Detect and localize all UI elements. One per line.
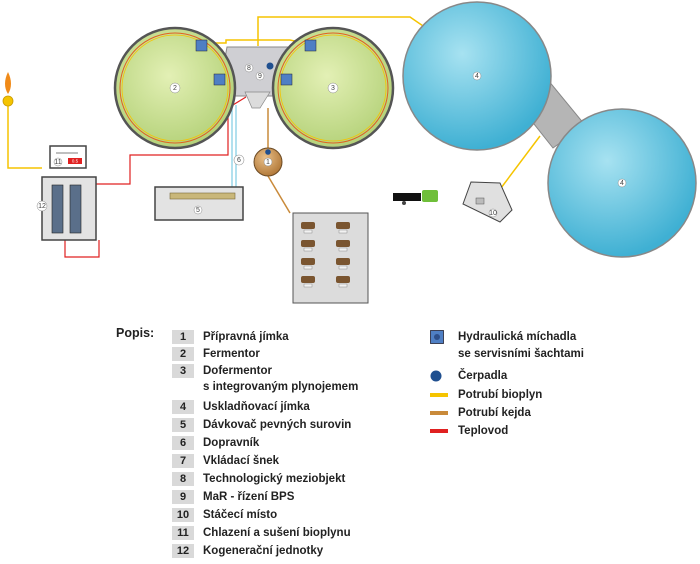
legend-number: 12	[172, 544, 194, 558]
tractor-icon	[393, 190, 438, 205]
fermentor: 2	[113, 26, 237, 150]
legend-mixer-text: Hydraulická míchadla	[458, 331, 577, 343]
legend-number: 3	[172, 364, 194, 378]
legend-text: MaR - řízení BPS	[203, 491, 295, 503]
legend-pump-text: Čerpadla	[458, 370, 508, 382]
post-fermentor: 3	[271, 26, 395, 150]
legend-heat-text: Teplovod	[458, 425, 509, 437]
legend-title: Popis:	[116, 326, 155, 340]
legend-item: 12 Kogenerační jednotky	[172, 544, 323, 562]
label-tech-building: 8	[247, 65, 251, 72]
mixer-icon	[213, 73, 226, 86]
conveyor: 6	[231, 105, 245, 190]
cow-icons	[301, 222, 350, 283]
legend-number: 10	[172, 508, 194, 522]
label-control-unit: 9	[258, 73, 262, 80]
storage-tank-2: 4	[547, 108, 697, 258]
pump-icon	[266, 62, 274, 70]
label-solids-feeder: 5	[196, 207, 200, 214]
legend-number: 6	[172, 436, 194, 450]
legend-item: 4 Uskladňovací jímka	[172, 400, 310, 418]
biogas-plant-diagram: 6 8 9 2 3 4 4	[2, 1, 697, 304]
legend-number: 2	[172, 347, 194, 361]
flare-icon	[2, 72, 14, 107]
legend-item: 7 Vkládací šnek	[172, 454, 279, 472]
legend-number: 11	[172, 526, 194, 540]
legend-number: 8	[172, 472, 194, 486]
legend-pipe-heat: Teplovod	[430, 424, 508, 438]
mixer-icon	[430, 330, 444, 344]
legend-text: Dofermentor	[203, 365, 273, 377]
label-storage-tank-2: 4	[620, 180, 624, 187]
label-gas-cooling: 11	[54, 159, 61, 166]
slurry-pipe-swatch	[430, 411, 448, 415]
legend-mixer: Hydraulická míchadla se servisními šacht…	[430, 330, 584, 361]
legend-item: 8 Technologický meziobjekt	[172, 472, 345, 490]
label-fermentor: 2	[173, 85, 177, 92]
legend-pipe-biogas: Potrubí bioplyn	[430, 388, 542, 402]
cow-barn	[292, 212, 369, 304]
slurry-pipes	[267, 108, 291, 214]
legend-item: 9 MaR - řízení BPS	[172, 490, 294, 508]
legend-text: s integrovaným plynojemem	[203, 381, 359, 393]
legend-pump: Čerpadla	[430, 369, 507, 383]
legend-item: 3 Dofermentor s integrovaným plynojemem	[172, 364, 358, 396]
legend-number: 7	[172, 454, 194, 468]
legend-item: 2 Fermentor	[172, 347, 260, 365]
pump-icon	[430, 370, 442, 382]
legend-item: 11 Chlazení a sušení bioplynu	[172, 526, 351, 544]
label-storage-tank-1: 4	[475, 73, 479, 80]
storage-tank-1: 4	[402, 1, 552, 151]
legend-text: Dávkovač pevných surovin	[203, 419, 352, 431]
legend-item: 1 Přípravná jímka	[172, 330, 289, 348]
legend-item: 6 Dopravník	[172, 436, 259, 454]
chp-units: 12	[36, 176, 97, 241]
legend-text: Dopravník	[203, 437, 260, 449]
mixer-icon	[195, 39, 208, 52]
legend-text: Uskladňovací jímka	[203, 401, 310, 413]
legend-number: 4	[172, 400, 194, 414]
legend-text: Kogenerační jednotky	[203, 545, 324, 557]
legend-text: Přípravná jímka	[203, 331, 289, 343]
heat-pipe-swatch	[430, 429, 448, 433]
legend-number: 1	[172, 330, 194, 344]
solids-feeder: 5 7	[154, 186, 244, 221]
loading-point: 10	[462, 181, 513, 223]
legend-mixer-text: se servisními šachtami	[458, 348, 584, 360]
mixer-icon	[280, 73, 293, 86]
gas-cooling: 0.5 11	[49, 145, 87, 169]
legend-text: Stáčecí místo	[203, 509, 278, 521]
legend-number: 5	[172, 418, 194, 432]
mixer-icon	[304, 39, 317, 52]
label-chp-units: 12	[38, 203, 46, 210]
legend-item: 5 Dávkovač pevných surovin	[172, 418, 351, 436]
label-conveyor: 6	[237, 157, 241, 164]
label-loading-point: 10	[489, 210, 497, 217]
legend-biogas-text: Potrubí bioplyn	[458, 389, 543, 401]
legend-text: Vkládací šnek	[203, 455, 280, 467]
reception-pit: 1	[253, 147, 283, 177]
label-reception-pit: 1	[266, 159, 270, 166]
legend-pipe-slurry: Potrubí kejda	[430, 406, 531, 420]
label-post-fermentor: 3	[331, 85, 335, 92]
legend-slurry-text: Potrubí kejda	[458, 407, 531, 419]
legend-text: Chlazení a sušení bioplynu	[203, 527, 351, 539]
legend-number: 9	[172, 490, 194, 504]
pump-icon	[265, 149, 271, 155]
legend-text: Technologický meziobjekt	[203, 473, 346, 485]
biogas-pipe-swatch	[430, 393, 448, 397]
gas-cooling-readout: 0.5	[72, 159, 79, 164]
legend-text: Fermentor	[203, 348, 260, 360]
legend-item: 10 Stáčecí místo	[172, 508, 277, 526]
